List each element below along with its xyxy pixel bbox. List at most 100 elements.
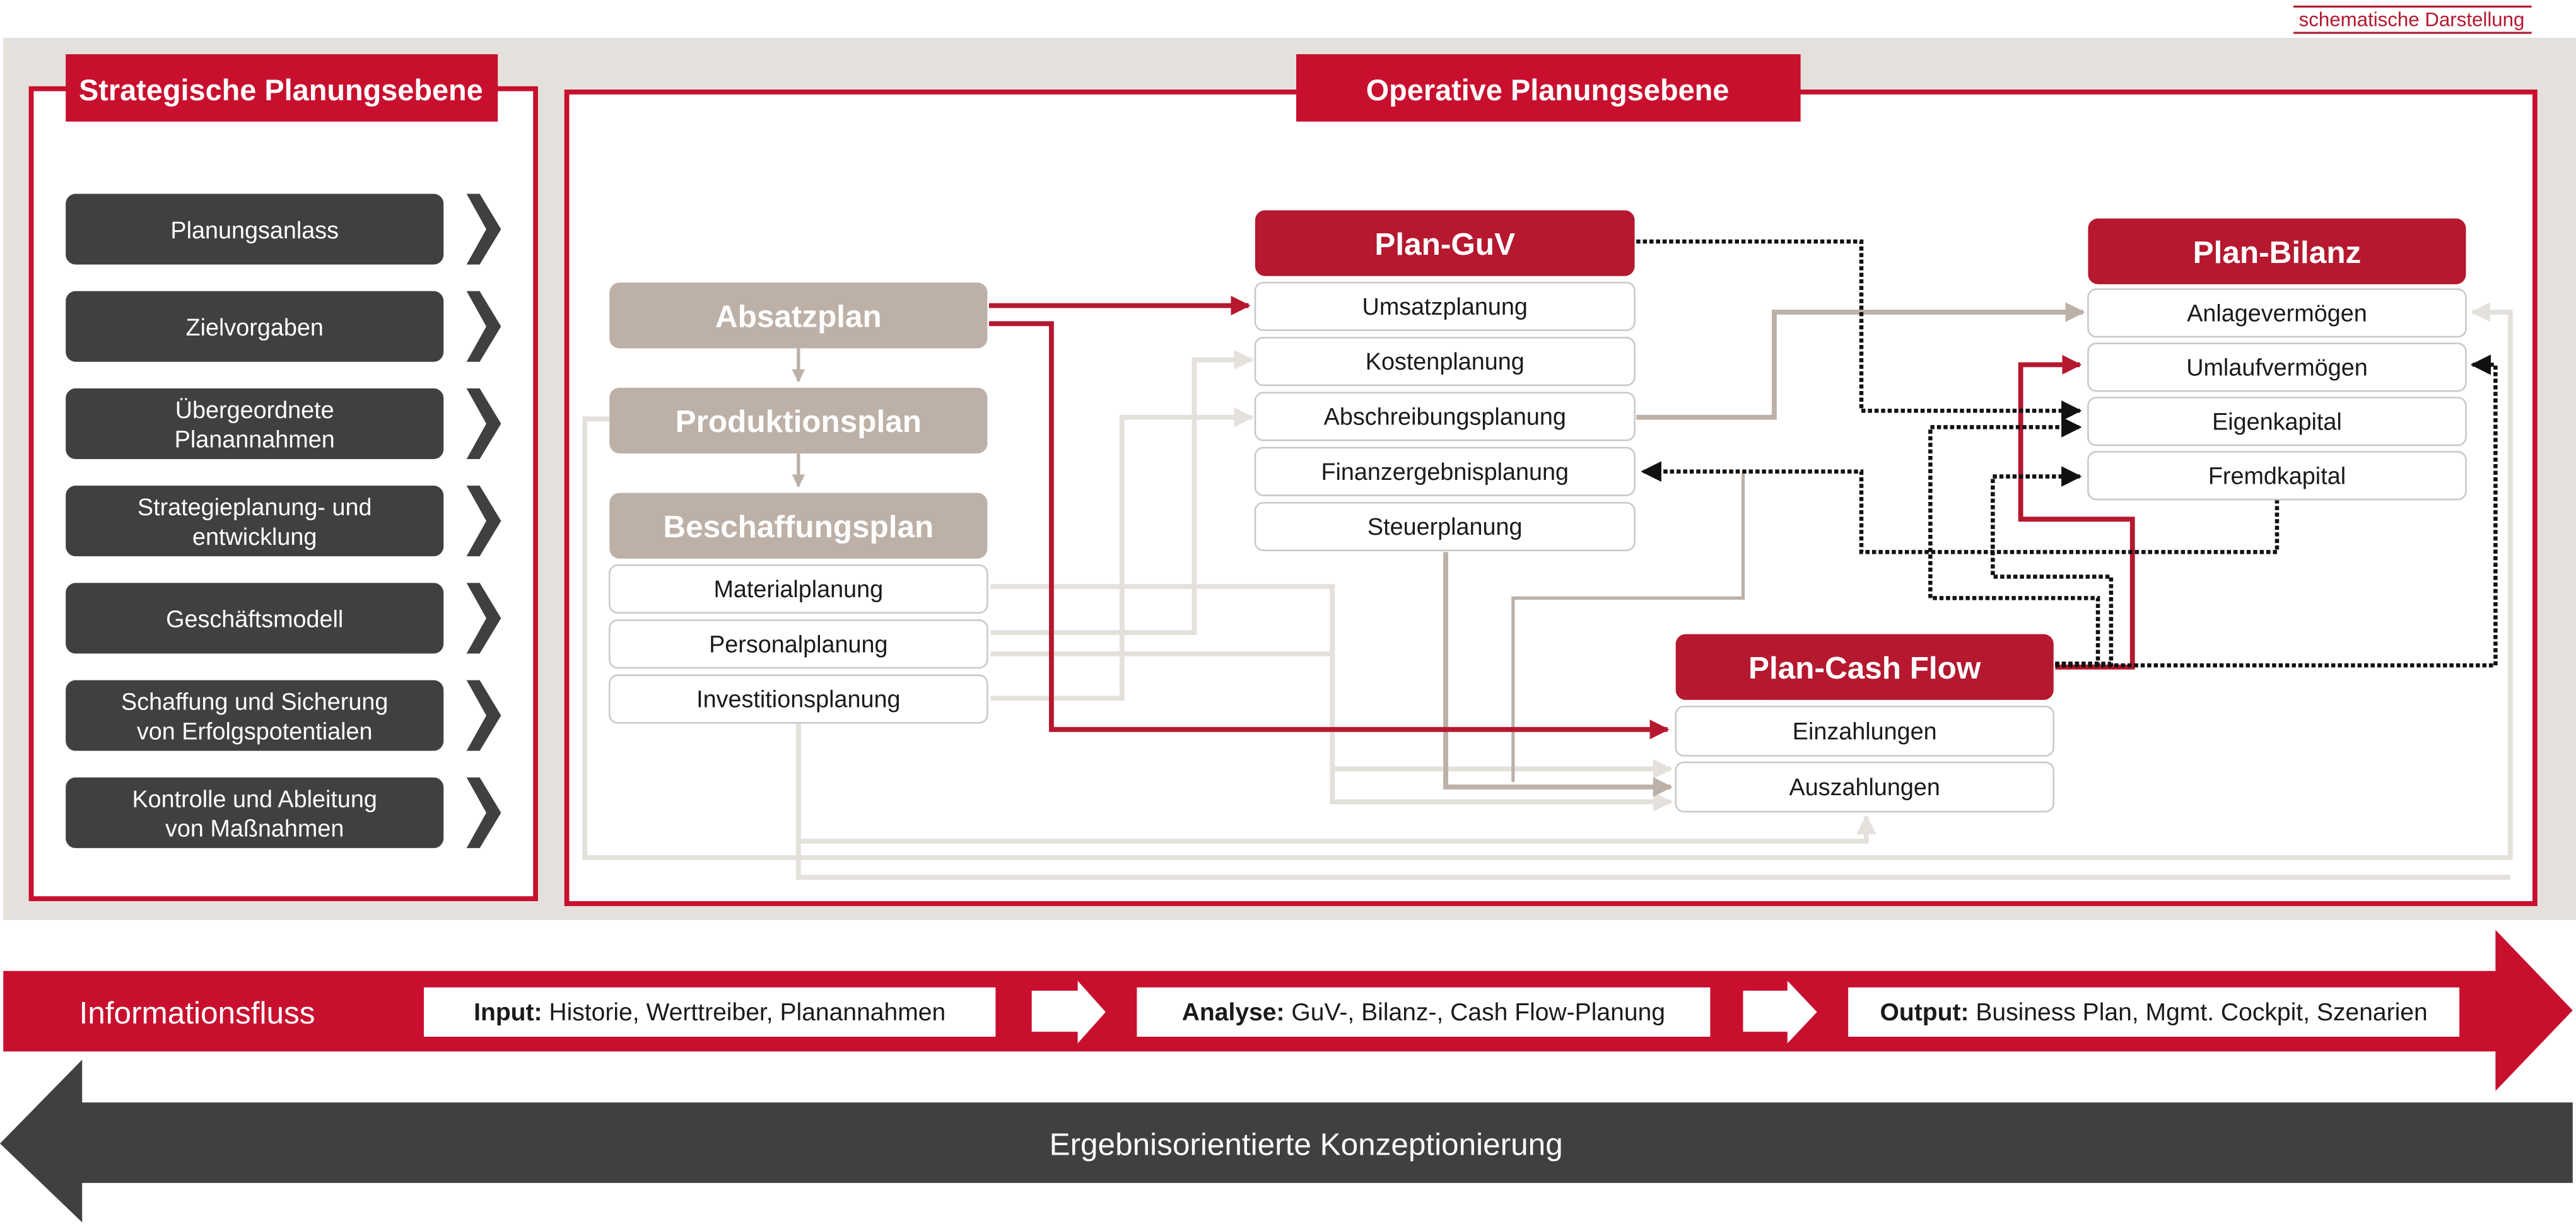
produktionsplan-box[interactable]: Produktionsplan — [609, 387, 988, 454]
info-flow-step: Output: Business Plan, Mgmt. Cockpit, Sz… — [1848, 987, 2460, 1037]
info-flow-step-key: Output: — [1880, 999, 1969, 1026]
guv-item[interactable]: Finanzergebnisplanung — [1254, 446, 1636, 496]
schematic-note: schematische Darstellung — [2293, 5, 2532, 34]
info-flow-step-text: GuV-, Bilanz-, Cash Flow-Planung — [1285, 999, 1665, 1026]
connector-invest-auszahlungen — [795, 723, 1876, 844]
strategic-item-label: von Erfolgspotentialen — [137, 718, 373, 745]
cashflow-item-label: Einzahlungen — [1793, 718, 1937, 745]
schematic-note-text: schematische Darstellung — [2299, 9, 2525, 31]
chevron-right-icon — [466, 583, 501, 654]
strategic-title: Strategische Planungsebene — [79, 74, 483, 107]
plan-guv-box-title: Plan-GuV — [1374, 227, 1515, 262]
guv-item-label: Abschreibungsplanung — [1324, 404, 1566, 430]
beschaffung-item-label: Investitionsplanung — [696, 687, 900, 713]
guv-item[interactable]: Steuerplanung — [1254, 501, 1636, 552]
connector-cashflow-umlauf-right — [2055, 354, 2498, 668]
guv-item[interactable]: Umsatzplanung — [1254, 281, 1636, 331]
chevron-right-icon — [466, 680, 501, 751]
produktionsplan-box-title: Produktionsplan — [676, 404, 922, 439]
cashflow-item[interactable]: Einzahlungen — [1675, 706, 2055, 757]
operative-title: Operative Planungsebene — [1366, 74, 1730, 107]
strategic-title-box — [66, 54, 498, 122]
info-flow-step: Input: Historie, Werttreiber, Planannahm… — [423, 987, 996, 1037]
strategic-item-label: Planannahmen — [175, 427, 335, 453]
cashflow-item-label: Auszahlungen — [1789, 774, 1940, 801]
beschaffungsplan-box[interactable]: Beschaffungsplan — [609, 493, 988, 559]
strategic-item[interactable]: Planungsanlass — [66, 194, 501, 265]
beschaffung-item[interactable]: Personalplanung — [609, 619, 988, 669]
connector-produktion-anlage — [582, 302, 2513, 860]
strategic-item-label: Zielvorgaben — [186, 315, 324, 341]
strategic-item[interactable]: Zielvorgaben — [66, 291, 501, 362]
connector-personal-auszahlungen — [990, 651, 1673, 779]
connector-finanz-auszahlungen — [1511, 473, 1745, 783]
guv-item-label: Finanzergebnisplanung — [1321, 459, 1569, 486]
plan-cashflow-box-title: Plan-Cash Flow — [1748, 651, 1981, 685]
chevron-right-icon — [466, 291, 501, 362]
info-flow-step-key: Analyse: — [1182, 999, 1285, 1026]
result-arrow: Ergebnisorientierte Konzeptionierung — [0, 1059, 2573, 1223]
beschaffung-item[interactable]: Materialplanung — [609, 564, 988, 614]
chevron-right-icon — [466, 194, 501, 265]
plan-guv-box[interactable]: Plan-GuV — [1255, 210, 1635, 276]
info-flow-step-text: Historie, Werttreiber, Planannahmen — [542, 999, 946, 1026]
info-flow-arrow: Informationsfluss Input: Historie, Wertt… — [3, 930, 2573, 1091]
guv-item-label: Umsatzplanung — [1362, 294, 1528, 320]
connector-absatz-einzahlungen — [988, 321, 1670, 740]
absatzplan-box[interactable]: Absatzplan — [609, 283, 988, 349]
strategic-item[interactable]: Strategieplanung- und entwicklung — [66, 486, 501, 557]
connector-personal-kosten — [990, 349, 1254, 635]
connector-invest-abschreibung — [990, 407, 1254, 701]
connector-guv-eigenkapital — [1636, 239, 2082, 421]
strategic-item-label: Strategieplanung- und — [138, 494, 372, 521]
bilanz-item[interactable]: Umlaufvermögen — [2087, 342, 2467, 392]
bilanz-item-label: Umlaufvermögen — [2186, 354, 2368, 381]
guv-item[interactable]: Abschreibungsplanung — [1254, 392, 1636, 441]
strategic-item-label: Planungsanlass — [170, 218, 339, 244]
connector-steuer-auszahlungen — [1443, 552, 1673, 797]
strategic-item[interactable]: Kontrolle und Ableitung von Maßnahmen — [66, 777, 501, 848]
guv-item-label: Kostenplanung — [1366, 349, 1525, 375]
bilanz-item-label: Fremdkapital — [2208, 463, 2346, 489]
beschaffung-item[interactable]: Investitionsplanung — [609, 674, 988, 724]
cashflow-item[interactable]: Auszahlungen — [1675, 761, 2055, 813]
info-flow-step-label: Input: Historie, Werttreiber, Planannahm… — [474, 999, 946, 1026]
strategic-panel: Strategische Planungsebene Planungsanlas… — [28, 54, 539, 902]
plan-cashflow-box[interactable]: Plan-Cash Flow — [1675, 634, 2054, 700]
chevron-right-icon — [466, 486, 501, 557]
connector-abschreibung-anlage — [1636, 302, 2085, 420]
strategic-item[interactable]: Geschäftsmodell — [66, 583, 501, 654]
flow-chevron-icon — [1031, 981, 1106, 1044]
info-flow-step-text: Business Plan, Mgmt. Cockpit, Szenarien — [1969, 999, 2428, 1026]
flow-chevron-icon — [1743, 981, 1817, 1044]
strategic-item-label: von Maßnahmen — [165, 816, 344, 842]
info-flow-step-key: Input: — [474, 999, 542, 1026]
strategic-item-label: Übergeordnete — [175, 397, 334, 424]
info-flow-label: Informationsfluss — [79, 996, 315, 1030]
guv-item-label: Steuerplanung — [1367, 514, 1523, 540]
connector-cashflow-umlauf — [2018, 354, 2135, 670]
result-arrow-label: Ergebnisorientierte Konzeptionierung — [1050, 1128, 1563, 1162]
chevron-right-icon — [466, 388, 501, 459]
guv-item[interactable]: Kostenplanung — [1254, 337, 1636, 387]
beschaffung-item-label: Materialplanung — [713, 576, 883, 603]
absatzplan-box-title: Absatzplan — [715, 299, 882, 334]
beschaffung-item-label: Personalplanung — [709, 631, 887, 658]
info-flow-step-label: Analyse: GuV-, Bilanz-, Cash Flow-Planun… — [1182, 999, 1665, 1026]
strategic-item-label: entwicklung — [192, 524, 317, 551]
connector-fremdkapital-finanz — [1641, 461, 2280, 554]
connections — [582, 239, 2513, 880]
strategic-item-label: Geschäftsmodell — [166, 607, 343, 633]
bilanz-item-label: Anlagevermögen — [2187, 300, 2367, 327]
info-flow-step: Analyse: GuV-, Bilanz-, Cash Flow-Planun… — [1137, 987, 1711, 1037]
strategic-item-label: Kontrolle und Ableitung — [132, 786, 377, 813]
bilanz-item-label: Eigenkapital — [2212, 409, 2342, 435]
bilanz-item[interactable]: Eigenkapital — [2087, 397, 2467, 446]
bilanz-item[interactable]: Anlagevermögen — [2087, 288, 2467, 338]
plan-bilanz-box[interactable]: Plan-Bilanz — [2088, 218, 2466, 284]
bilanz-item[interactable]: Fremdkapital — [2087, 451, 2467, 501]
info-flow-step-label: Output: Business Plan, Mgmt. Cockpit, Sz… — [1880, 999, 2428, 1026]
